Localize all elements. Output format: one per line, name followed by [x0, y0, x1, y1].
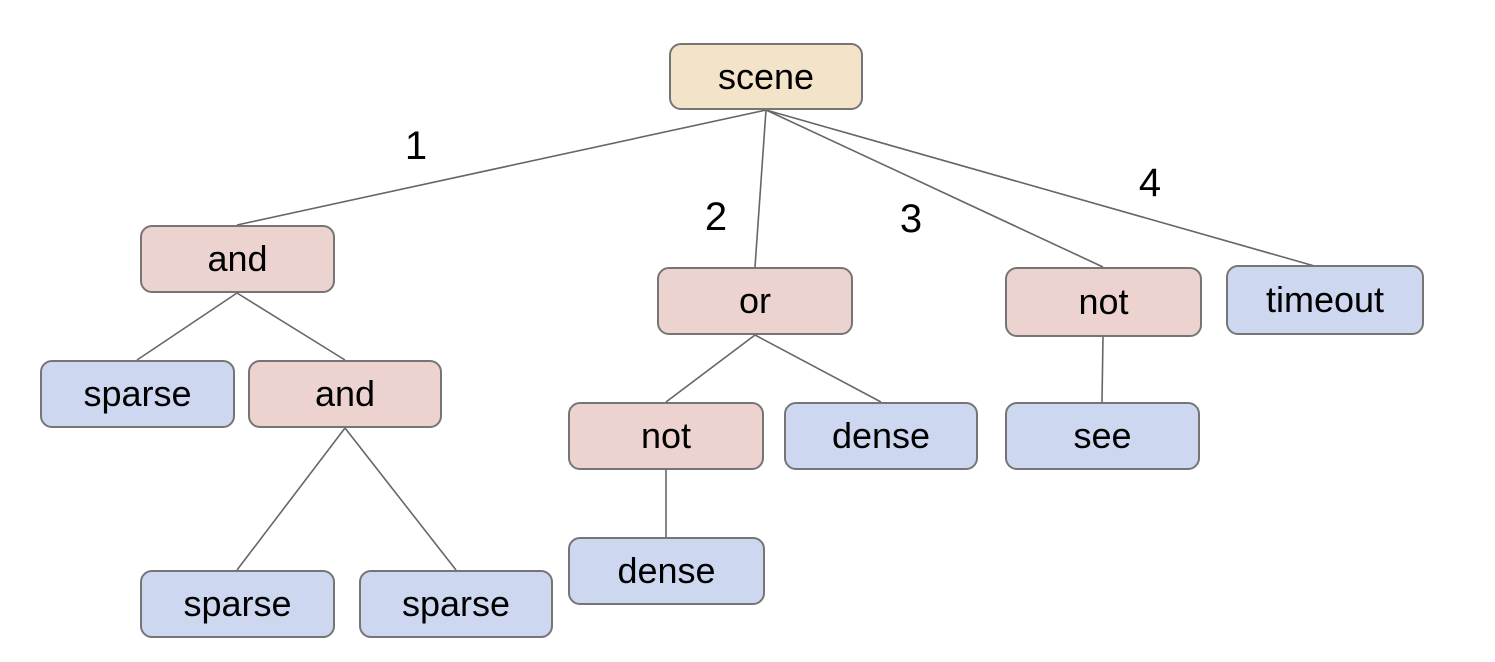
- node-scene: scene: [669, 43, 863, 110]
- node-dense-2: dense: [568, 537, 765, 605]
- edge-and-and: [236, 292, 346, 361]
- edge-and2-sparse2: [344, 427, 457, 571]
- node-dense: dense: [784, 402, 978, 470]
- edge-scene-and: [236, 109, 767, 226]
- node-timeout: timeout: [1226, 265, 1424, 335]
- node-and-2: and: [248, 360, 442, 428]
- edge-label-4: 4: [1139, 161, 1161, 205]
- node-not-2: not: [568, 402, 764, 470]
- edge-label-1: 1: [405, 124, 427, 168]
- edge-and2-sparse1: [236, 427, 346, 571]
- node-sparse-3: sparse: [359, 570, 553, 638]
- edge-label-2: 2: [705, 195, 727, 239]
- node-sparse: sparse: [40, 360, 235, 428]
- node-sparse-2: sparse: [140, 570, 335, 638]
- edge-and-sparse: [136, 292, 238, 361]
- edge-not-see: [1101, 336, 1104, 403]
- node-see: see: [1005, 402, 1200, 470]
- edge-or-not: [665, 334, 756, 403]
- edge-scene-not: [765, 109, 1104, 268]
- edge-label-3: 3: [900, 197, 922, 241]
- edge-or-dense: [754, 334, 882, 403]
- node-not: not: [1005, 267, 1202, 337]
- edge-scene-timeout: [765, 109, 1319, 268]
- edge-scene-or: [754, 109, 767, 268]
- node-and: and: [140, 225, 335, 293]
- node-or: or: [657, 267, 853, 335]
